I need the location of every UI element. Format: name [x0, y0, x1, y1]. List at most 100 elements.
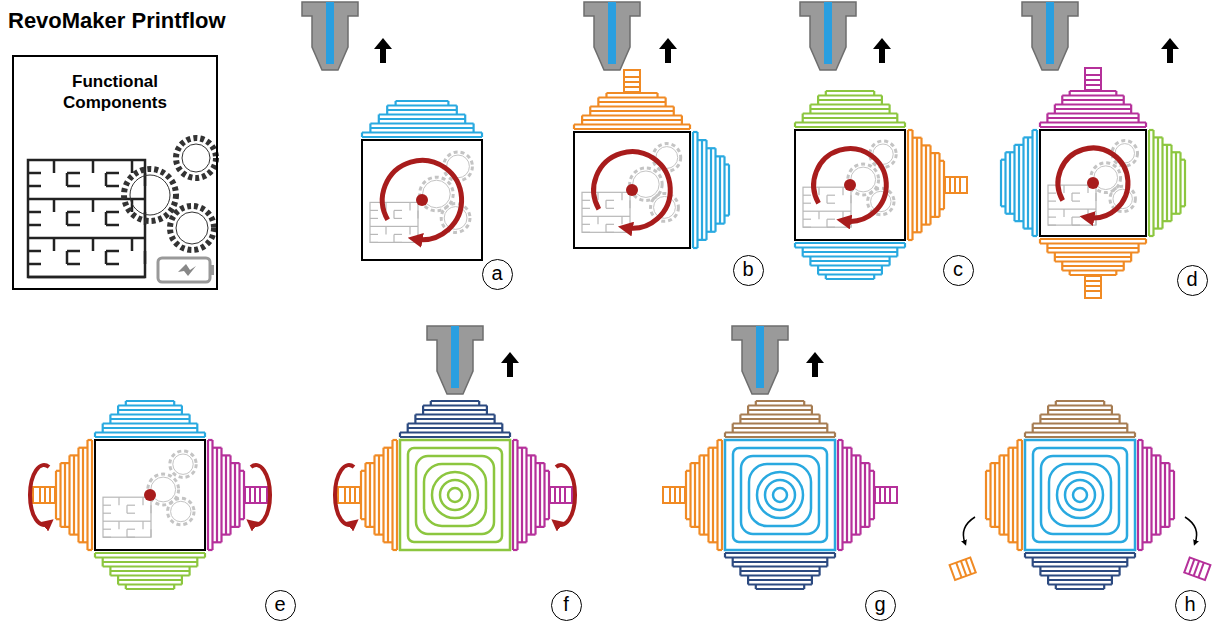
illustration-stroke [1003, 455, 1005, 534]
illustration-stroke [379, 113, 465, 115]
illustration-stroke [349, 487, 351, 503]
illustration-stroke [1147, 447, 1152, 449]
illustration-stroke [875, 487, 897, 503]
illustration-stroke [44, 487, 46, 503]
illustration-stroke [1056, 400, 1104, 402]
illustration-stroke [884, 487, 886, 503]
illustration-stroke [388, 447, 393, 449]
illustration-stroke [711, 147, 716, 149]
illustration-stroke [1126, 428, 1128, 433]
panel-label: g [865, 590, 896, 621]
illustration-stroke [1165, 526, 1170, 528]
illustration-stroke [1065, 480, 1095, 510]
illustration-stroke [701, 140, 703, 240]
stepped-cap [838, 440, 897, 550]
illustration-stroke [911, 130, 913, 240]
up-arrow [873, 38, 891, 63]
illustration-stroke [659, 38, 677, 49]
illustration-stroke [1025, 436, 1135, 438]
illustration-stroke [795, 126, 905, 128]
illustration-stroke [124, 169, 176, 221]
illustration-stroke [803, 117, 898, 119]
illustration-stroke [794, 243, 796, 248]
illustration-stroke [1040, 130, 1146, 236]
illustration-stroke [669, 487, 671, 503]
illustration-stroke [204, 433, 206, 438]
illustration-stroke [1143, 447, 1148, 449]
illustration-stroke [103, 513, 111, 514]
illustration-stroke [665, 102, 667, 107]
illustration-stroke [53, 160, 56, 173]
illustration-stroke [400, 440, 510, 550]
illustration-stroke [478, 401, 480, 406]
illustration-stroke [597, 216, 598, 224]
illustration-stroke [803, 112, 898, 114]
illustration-stroke [1176, 151, 1181, 153]
panel-letter: a [491, 263, 502, 283]
illustration-stroke [1025, 552, 1135, 554]
rotation-arrow [30, 465, 49, 525]
illustration-stroke [700, 454, 705, 456]
stepped-cap [513, 440, 572, 550]
illustration-stroke [889, 487, 891, 503]
illustration-stroke [606, 208, 614, 209]
rotation-arrow [335, 465, 354, 525]
illustration-stroke [834, 433, 836, 438]
illustration-stroke [65, 462, 70, 464]
illustration-stroke [865, 526, 870, 528]
gear [170, 206, 214, 250]
illustration-stroke [1198, 563, 1203, 578]
illustration-stroke [1184, 557, 1210, 580]
illustration-stroke [740, 574, 819, 576]
illustration-stroke [522, 541, 527, 543]
stepped-cap [725, 553, 835, 589]
illustration-stroke [1019, 220, 1024, 222]
illustration-stroke [1175, 152, 1177, 213]
illustration-stroke [530, 455, 532, 534]
illustration-stroke [985, 471, 987, 519]
illustration-stroke [843, 447, 848, 449]
illustration-stroke [1047, 251, 1138, 253]
illustration-stroke [827, 219, 835, 220]
illustration-stroke [127, 537, 135, 538]
illustration-stroke [732, 424, 734, 429]
illustration-stroke [375, 533, 380, 535]
connector-plug [624, 70, 640, 92]
illustration-stroke [1071, 193, 1072, 201]
illustration-stroke [1189, 559, 1194, 574]
illustration-stroke [550, 487, 572, 503]
illustration-stroke [509, 433, 511, 438]
illustration-stroke [170, 206, 214, 250]
illustration-stroke [827, 211, 835, 212]
illustration-stroke [694, 463, 696, 527]
illustration-stroke [554, 487, 556, 503]
illustration-stroke [842, 211, 843, 219]
illustration-stroke [817, 96, 819, 101]
illustration-stroke [998, 455, 1000, 534]
illustration-stroke [379, 118, 465, 120]
illustration-stroke [61, 526, 66, 528]
illustration-stroke [802, 114, 804, 119]
illustration-stroke [33, 487, 55, 503]
illustration-stroke [415, 413, 494, 415]
component-box: Functional Components [12, 55, 218, 290]
illustration-stroke [1095, 193, 1096, 201]
illustration-stroke [1158, 227, 1163, 229]
illustration-stroke [370, 234, 378, 235]
illustration-stroke [802, 252, 804, 257]
illustration-stroke [1155, 455, 1157, 534]
illustration-stroke [1170, 518, 1175, 520]
illustration-stroke [103, 505, 111, 506]
stepped-cap [338, 440, 397, 550]
illustration-stroke [818, 99, 882, 101]
illustration-stroke [378, 115, 380, 120]
illustration-stroke [402, 226, 410, 227]
print-core [1040, 130, 1146, 236]
illustration-stroke [689, 463, 691, 527]
illustration-stroke [1007, 448, 1009, 543]
illustration-stroke [126, 588, 174, 590]
illustration-stroke [1022, 137, 1024, 228]
illustration-stroke [370, 218, 378, 219]
illustration-stroke [173, 454, 193, 474]
illustration-stroke [254, 487, 256, 503]
